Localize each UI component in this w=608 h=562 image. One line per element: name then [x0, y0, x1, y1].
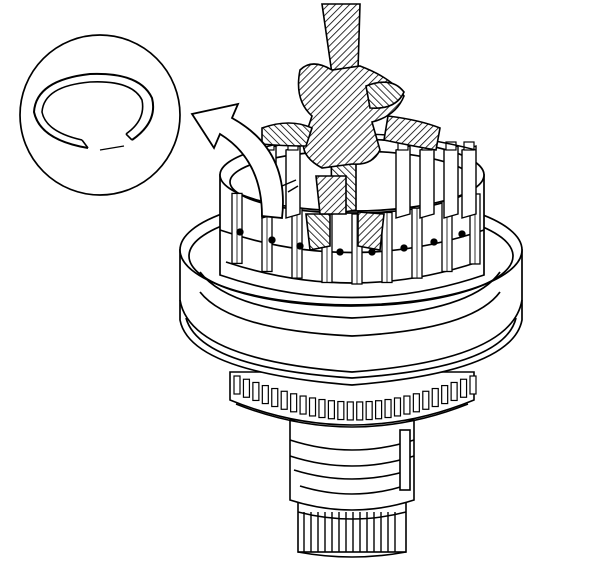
- retainer-finger: [461, 145, 477, 219]
- drum-hole: [458, 230, 466, 238]
- gear-tooth: [403, 395, 411, 415]
- gear-tooth: [271, 387, 279, 408]
- gear-teeth: [233, 375, 477, 421]
- gear-tooth: [233, 375, 241, 395]
- gear-tooth: [375, 400, 383, 420]
- gear-tooth: [384, 398, 392, 419]
- gear-tooth: [327, 400, 335, 420]
- gear-tooth: [318, 398, 326, 419]
- gear-tooth: [290, 393, 298, 413]
- gear-tooth: [308, 397, 317, 417]
- finger-tab: [463, 141, 475, 151]
- drum-hole: [236, 228, 244, 236]
- drum-hole: [368, 248, 376, 256]
- gear-tooth: [280, 390, 288, 410]
- gear-tooth: [441, 384, 449, 405]
- drum-hole: [430, 238, 438, 246]
- gear-ring: [229, 371, 477, 428]
- retainer-finger: [443, 145, 459, 219]
- gear-tooth: [412, 393, 420, 413]
- drum-hole: [336, 248, 344, 256]
- snap-ring-icon: [32, 72, 154, 151]
- gear-tooth: [299, 395, 307, 415]
- drum-hole: [400, 244, 408, 252]
- retainer-finger: [419, 145, 435, 219]
- hub-drum: [289, 419, 415, 511]
- gear-tooth: [450, 381, 458, 402]
- gear-tooth: [431, 387, 439, 408]
- retainer-finger: [395, 145, 411, 219]
- callout-detail: [19, 34, 181, 196]
- gear-tooth: [469, 375, 477, 395]
- gear-tooth: [365, 400, 373, 421]
- drum-slots: [231, 192, 481, 285]
- gear-tooth: [393, 397, 402, 417]
- shaft-splines: [297, 511, 407, 552]
- drum-holes: [236, 228, 466, 256]
- drum-hole: [268, 236, 276, 244]
- gear-tooth: [346, 401, 354, 421]
- gear-tooth: [261, 384, 269, 405]
- gear-tooth: [356, 401, 364, 421]
- drum-hole: [296, 242, 304, 250]
- gear-tooth: [242, 378, 251, 398]
- removal-arrow: [190, 102, 284, 219]
- snap-ring-pliers: [261, 3, 441, 251]
- spline-edge: [297, 511, 407, 520]
- direction-tick: [281, 179, 299, 193]
- gear-tooth: [422, 390, 430, 410]
- finger-tab: [445, 141, 457, 151]
- gear-tooth: [459, 378, 468, 398]
- gear-tooth: [337, 400, 345, 421]
- gear-tooth: [252, 381, 260, 402]
